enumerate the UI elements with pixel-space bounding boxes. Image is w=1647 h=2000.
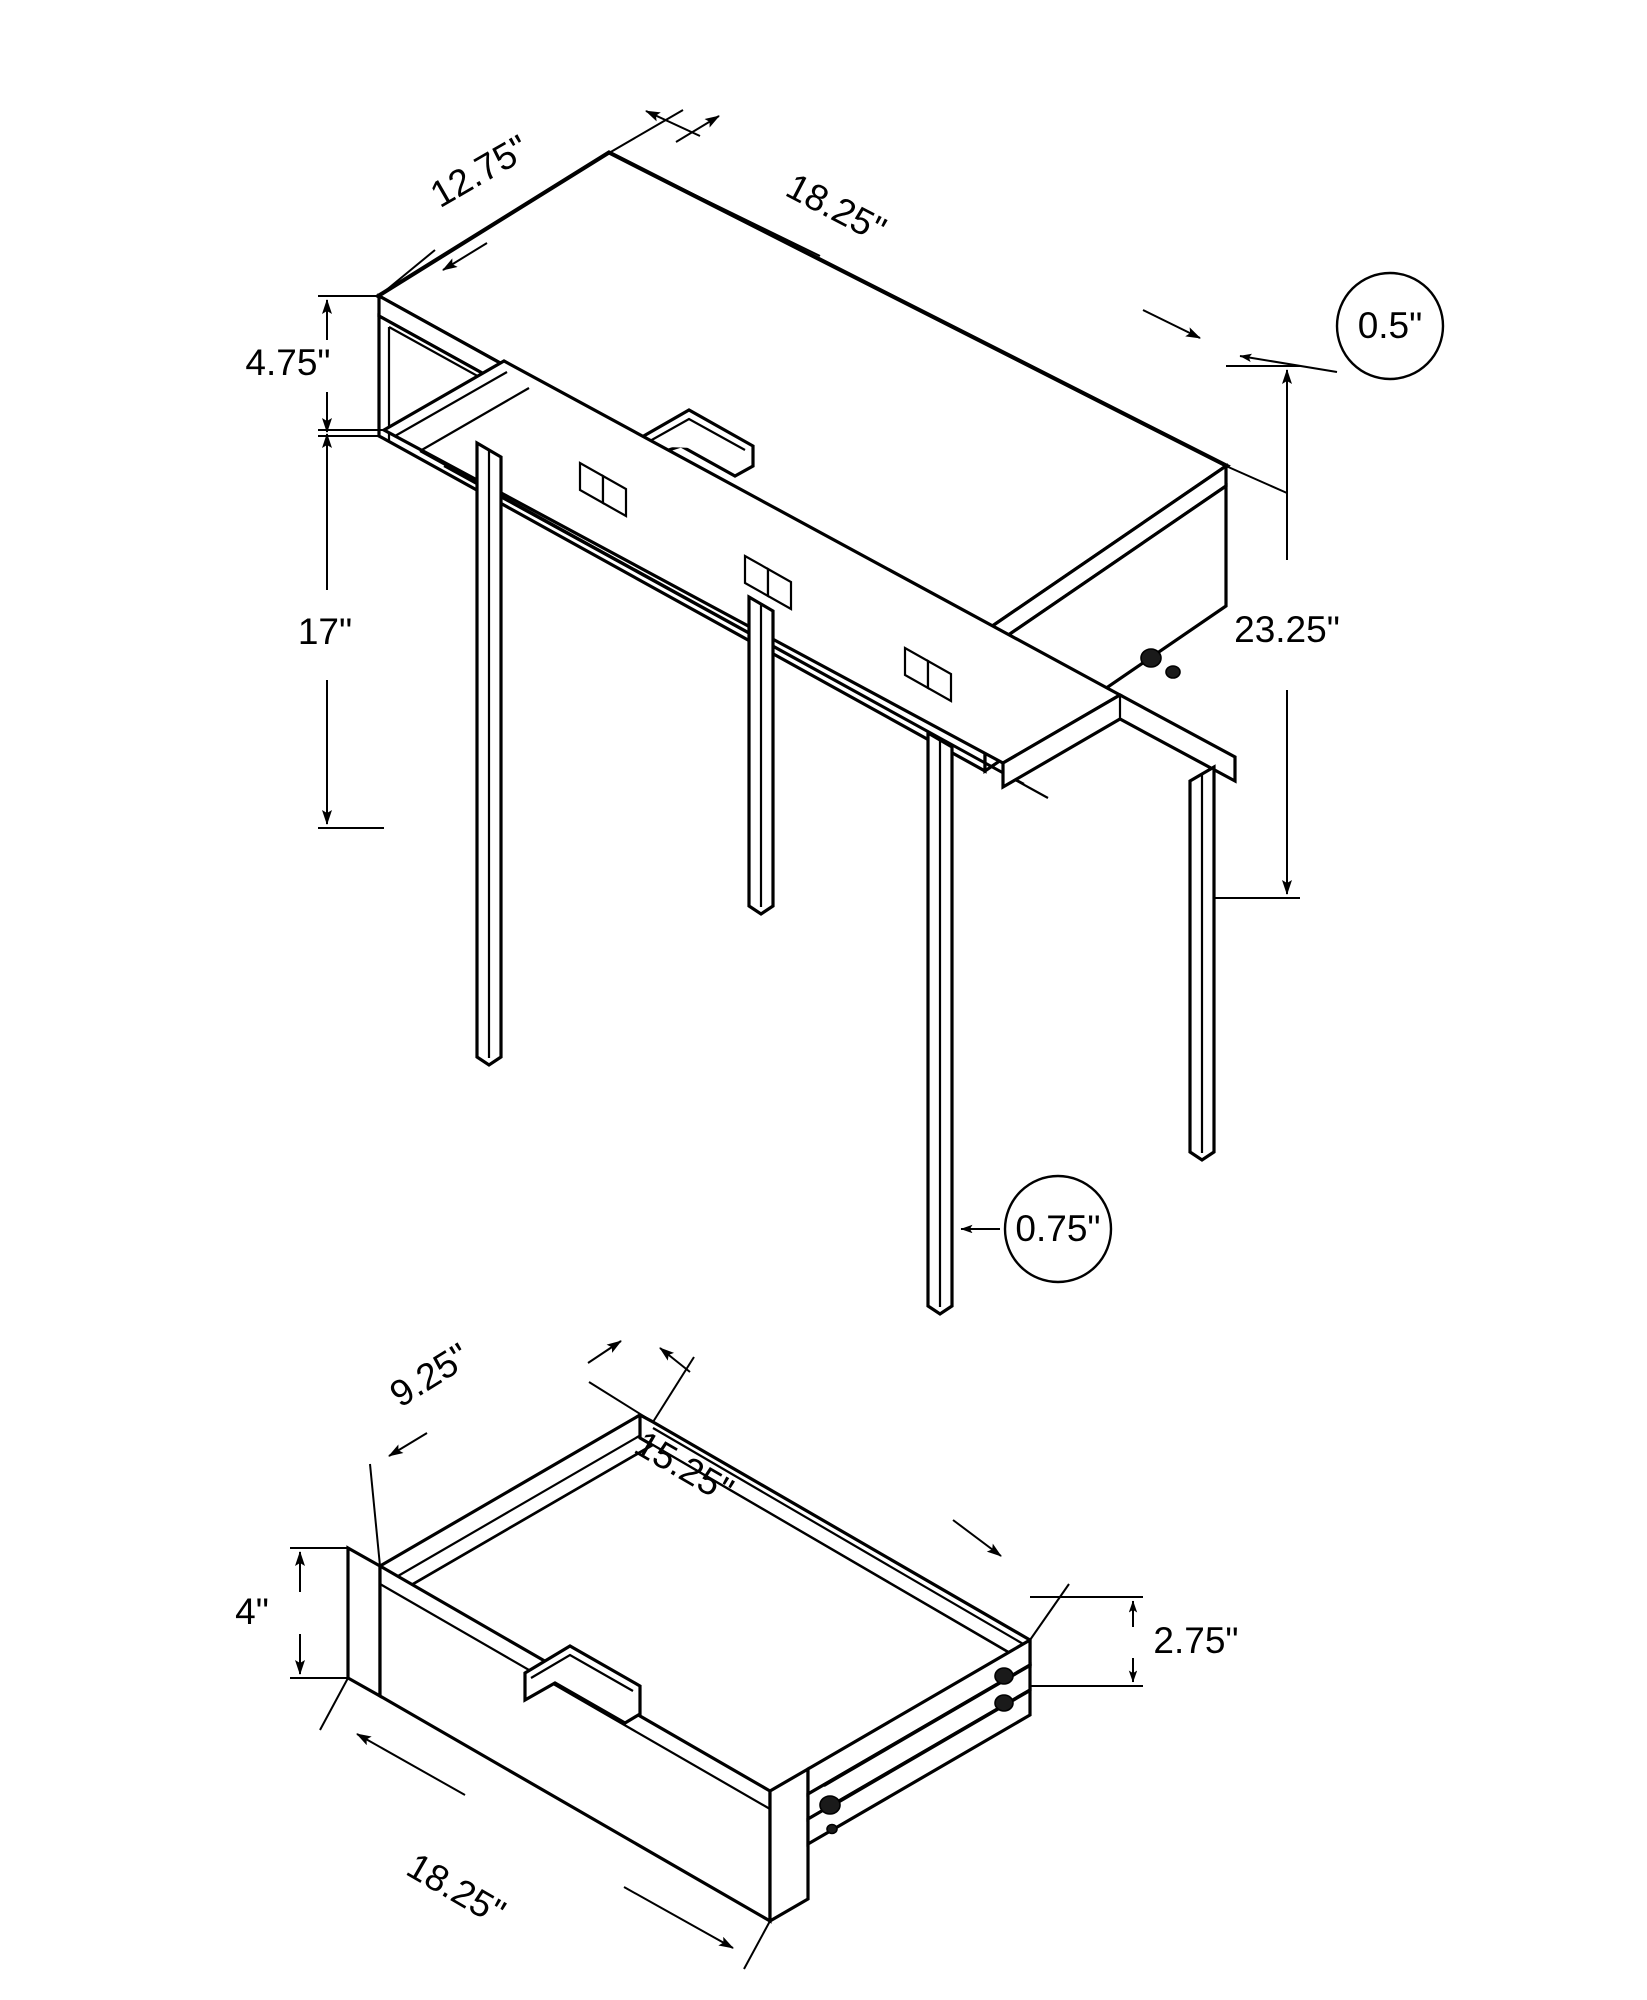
drawer-pull-handle <box>523 1644 642 1725</box>
drawer-right-side-rails <box>768 1637 1032 1924</box>
dim-label-top-width: 18.25" <box>780 165 893 250</box>
dimension-drawer-side-height: 2.75" <box>1030 1596 1239 1687</box>
dimension-apron-height: 4.75" <box>245 295 379 437</box>
dim-label-apron-height: 4.75" <box>245 342 330 383</box>
dimension-drawer-face-height: 4" <box>235 1547 348 1679</box>
metal-leg-back-right <box>747 594 775 916</box>
dimension-leg-clearance: 17" <box>298 429 384 829</box>
drawer-box-view: 9.25" 15.25" 4" <box>235 1335 1239 1970</box>
metal-leg-front-right <box>1188 764 1216 1162</box>
dim-label-top-thickness: 0.5" <box>1358 305 1423 346</box>
callout-bubble-leg-thickness <box>1003 1174 1113 1284</box>
callout-leg-thickness: 0.75" <box>960 1174 1113 1284</box>
dim-label-drawer-inner-depth: 9.25" <box>383 1335 477 1415</box>
callout-bubble-top-thickness <box>1335 271 1445 381</box>
assembled-table-view: 12.75" 18.25" 4.75" <box>245 109 1445 1316</box>
dim-label-drawer-face-height: 4" <box>235 1591 269 1632</box>
dim-label-leg-thickness: 0.75" <box>1015 1208 1100 1249</box>
dim-label-drawer-face-width: 18.25" <box>400 1845 512 1933</box>
dim-label-drawer-side-height: 2.75" <box>1153 1620 1238 1661</box>
screw-detail-table <box>1140 648 1181 679</box>
dimension-overall-height: 23.25" <box>1214 365 1340 899</box>
dim-label-overall-height: 23.25" <box>1234 609 1340 650</box>
metal-leg-back-left <box>475 440 503 1067</box>
dim-label-top-depth: 12.75" <box>423 127 535 215</box>
callout-top-thickness: 0.5" <box>1239 271 1445 381</box>
dim-label-leg-clearance: 17" <box>298 611 352 652</box>
metal-frame-right-rail <box>1001 693 1237 790</box>
metal-leg-front-left <box>926 730 954 1316</box>
